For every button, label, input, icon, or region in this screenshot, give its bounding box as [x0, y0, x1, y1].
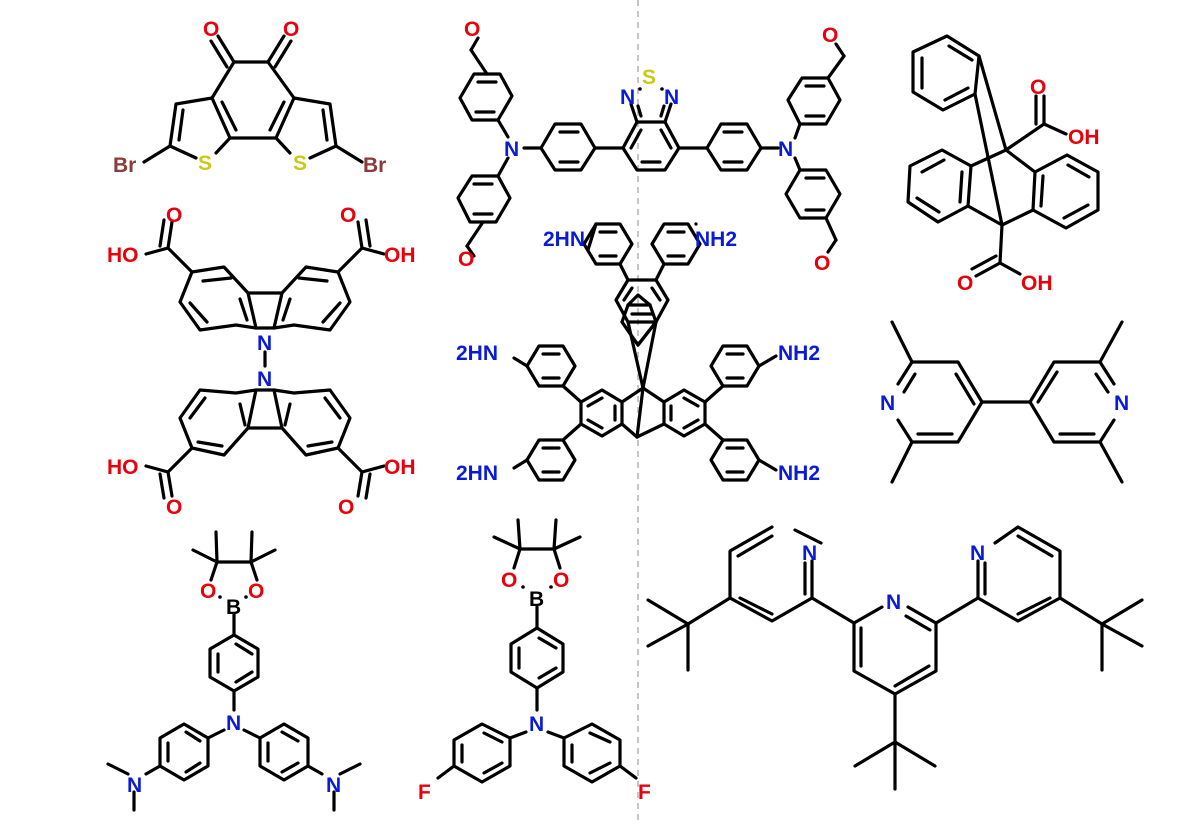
atom-oxygen: O	[458, 248, 474, 271]
hydroxyl-group: OH	[384, 244, 416, 267]
atom-oxygen: O	[166, 496, 182, 519]
atom-nitrogen: N	[886, 591, 901, 614]
atom-oxygen: O	[822, 24, 838, 47]
molecule-triptycene-dicarboxylic-acid: O OH O OH	[906, 34, 1100, 295]
atom-oxygen: O	[338, 496, 354, 519]
atom-oxygen: O	[1030, 76, 1046, 99]
atom-nitrogen: N	[802, 542, 817, 565]
molecule-dibromo-benzodithiophene-dione: O O S S Br Br	[113, 18, 386, 177]
atom-boron: B	[226, 596, 241, 619]
atom-nitrogen: N	[257, 332, 272, 355]
hydroxyl-group: OH	[1021, 272, 1053, 295]
atom-sulfur: S	[198, 152, 212, 175]
atom-oxygen: O	[814, 252, 830, 275]
atom-oxygen: O	[340, 204, 356, 227]
atom-nitrogen: N	[970, 542, 985, 565]
atom-nitrogen: N	[1114, 392, 1129, 415]
atom-oxygen: O	[464, 18, 480, 41]
hydroxyl-group: OH	[384, 456, 416, 479]
atom-sulfur: S	[293, 152, 307, 175]
molecule-hexakis-aminophenyl-triptycene: 2HN NH2 2HN NH2 2HN NH2	[456, 222, 820, 485]
atom-nitrogen: N	[664, 86, 679, 109]
atom-nitrogen: N	[226, 712, 241, 735]
atom-oxygen: O	[248, 580, 264, 603]
amine-group: NH2	[695, 228, 737, 251]
atom-oxygen: O	[501, 569, 517, 592]
hydroxyl-group: HO	[107, 244, 139, 267]
atom-oxygen: O	[203, 18, 219, 41]
amine-group: 2HN	[456, 462, 498, 485]
molecule-tri-tert-butyl-terpyridine: N N N	[646, 525, 1144, 791]
atom-nitrogen: N	[257, 368, 272, 391]
hydroxyl-group: OH	[1068, 126, 1100, 149]
atom-sulfur: S	[642, 66, 656, 89]
atom-nitrogen: N	[127, 774, 142, 797]
atom-oxygen: O	[957, 272, 973, 295]
atom-oxygen: O	[283, 18, 299, 41]
atom-nitrogen: N	[504, 138, 519, 161]
atom-nitrogen: N	[778, 138, 793, 161]
amine-group: NH2	[778, 462, 820, 485]
amine-group: NH2	[778, 342, 820, 365]
atom-oxygen: O	[166, 204, 182, 227]
hydroxyl-group: HO	[107, 456, 139, 479]
atom-oxygen: O	[200, 580, 216, 603]
amine-group: 2HN	[543, 228, 585, 251]
molecule-difluoro-tpa-boronic-ester: O O B N F F	[418, 518, 651, 804]
atom-fluorine: F	[418, 781, 431, 804]
atom-boron: B	[529, 588, 544, 611]
atom-oxygen: O	[553, 569, 569, 592]
atom-nitrogen: N	[326, 774, 341, 797]
molecule-bis-dimethylamino-tpa-boronic-ester: O O B N N N	[106, 530, 362, 812]
molecule-bicarbazole-tetracarboxylic-acid: N N HO OH HO OH O O O O	[107, 204, 416, 519]
atom-nitrogen: N	[529, 713, 544, 736]
amine-group: 2HN	[456, 342, 498, 365]
molecule-benzothiadiazole-tetraaldehyde: S N N N N O O O O	[456, 18, 846, 275]
atom-fluorine: F	[638, 781, 651, 804]
atom-bromine: Br	[113, 154, 136, 177]
molecule-tetramethyl-bipyridine: N N	[880, 320, 1129, 484]
atom-bromine: Br	[363, 154, 386, 177]
atom-nitrogen: N	[880, 392, 895, 415]
atom-nitrogen: N	[620, 86, 635, 109]
